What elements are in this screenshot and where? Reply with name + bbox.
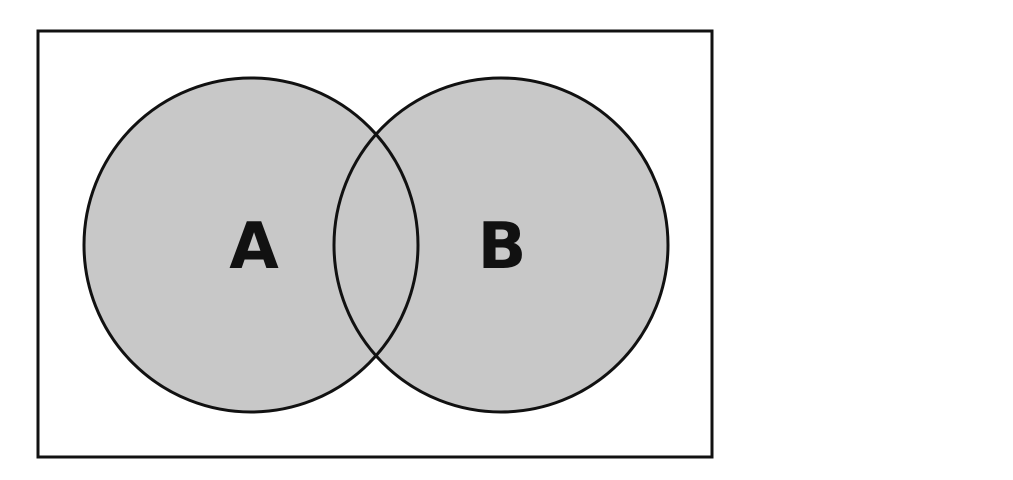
set-a-circle — [84, 78, 418, 412]
set-b-label: B — [478, 210, 527, 284]
set-b-outline — [332, 76, 670, 414]
set-b-circle — [334, 78, 668, 412]
set-a-outline — [82, 76, 420, 414]
set-a-label: A — [229, 210, 279, 284]
